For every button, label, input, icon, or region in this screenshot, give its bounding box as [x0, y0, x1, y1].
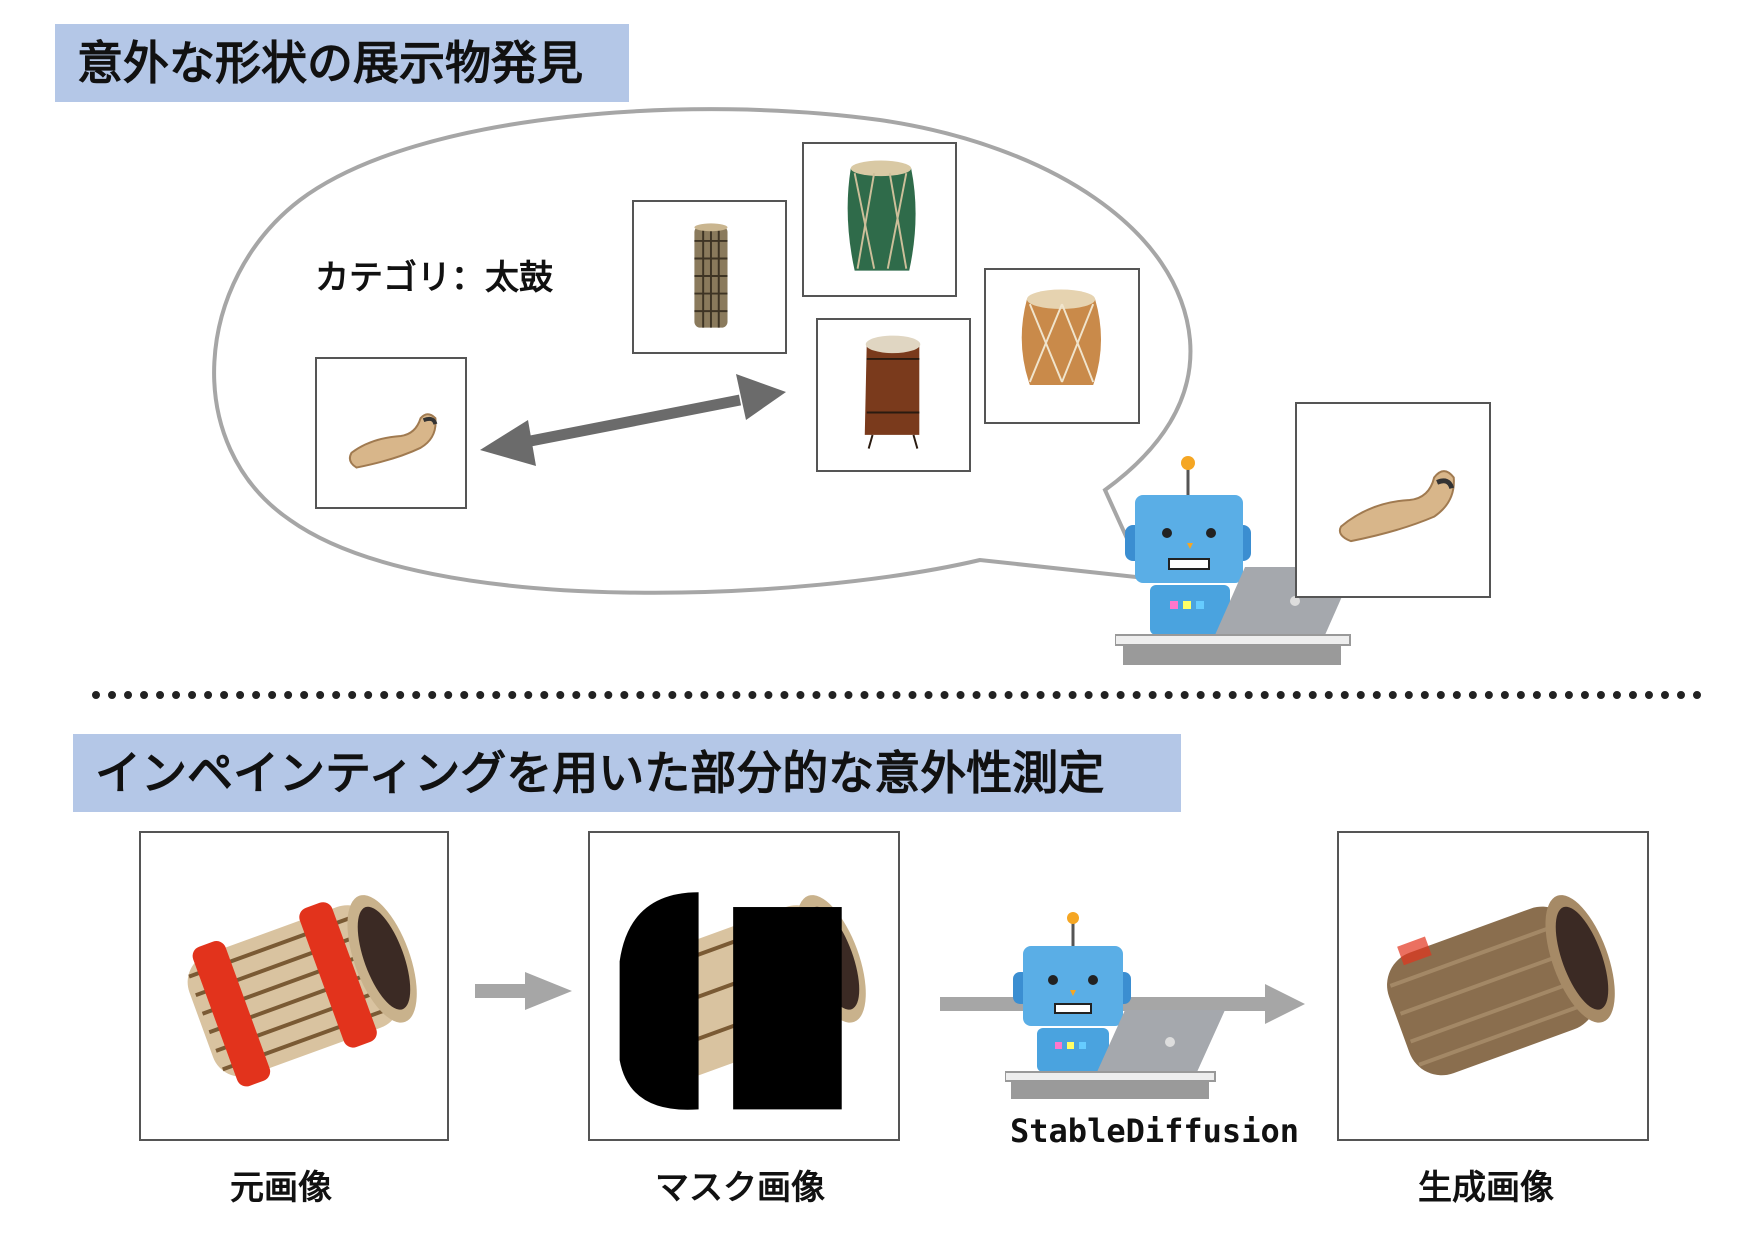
robot-with-laptop-icon: [1115, 456, 1355, 665]
category-label: カテゴリ：太鼓: [315, 258, 553, 298]
double-arrow-icon: [480, 374, 786, 466]
section-title-discovery: 意外な形状の展示物発見: [55, 24, 629, 102]
original-image: [139, 831, 449, 1141]
horn-drum-image: [315, 357, 467, 509]
drum-image-lattice: [632, 200, 787, 354]
horn-drum-image-query: [1295, 402, 1491, 598]
speech-bubble: [212, 107, 1193, 595]
curved-horn-drum-image: [348, 413, 438, 469]
model-label: StableDiffusion: [1010, 1112, 1299, 1150]
robot-with-laptop-icon: [1005, 912, 1225, 1099]
section-title-inpainting: インペインティングを用いた部分的な意外性測定: [73, 734, 1181, 812]
curved-horn-drum-image: [1338, 470, 1455, 543]
drum-image-green: [802, 142, 957, 297]
generated-image: [1337, 831, 1649, 1141]
drum-image-wooden: [816, 318, 971, 472]
generated-image-label: 生成画像: [1418, 1168, 1554, 1208]
section-divider: [92, 691, 1702, 699]
mask-image-label: マスク画像: [655, 1168, 825, 1208]
right-arrow-icon: [475, 972, 572, 1010]
mask-image: [588, 831, 900, 1141]
original-image-label: 元画像: [230, 1168, 332, 1208]
drum-image-orange: [984, 268, 1140, 424]
